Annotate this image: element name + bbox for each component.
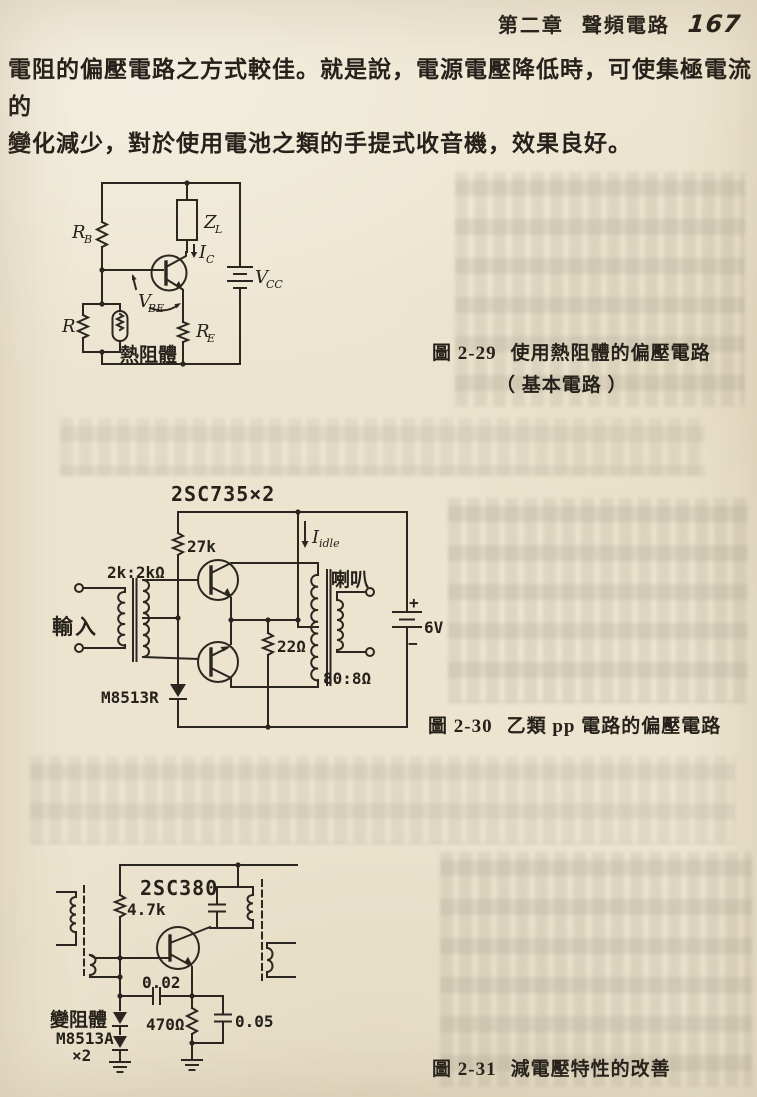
resistor-22ohm-label: 22Ω xyxy=(277,637,306,656)
figure-2-30-schematic: 2SC735×2 27k 2k:2kΩ 輸入 I idle 喇叭 22Ω 80:… xyxy=(52,482,444,730)
diode-m8513r-label: M8513R xyxy=(101,688,159,707)
circuit-wiring xyxy=(74,509,422,730)
resistor-re-sub: E xyxy=(206,332,215,345)
capacitor-005-label: 0.05 xyxy=(235,1012,274,1031)
circuit-labels: R B Z L I C V CC V BE R R E 熱阻體 xyxy=(61,212,283,366)
figure-2-30-caption: 圖 2-30 乙類 pp 電路的偏壓電路 xyxy=(428,711,721,738)
figure-number: 圖 2-29 xyxy=(432,343,497,364)
circuit-wiring xyxy=(56,862,298,1073)
figure-title: 使用熱阻體的偏壓電路 xyxy=(510,343,711,364)
figure-2-29-caption: 圖 2-29 使用熱阻體的偏壓電路 （ 基本電路 ） xyxy=(432,338,711,397)
speaker-label: 喇叭 xyxy=(331,569,369,591)
figure-number: 圖 2-31 xyxy=(432,1059,497,1080)
bleedthrough-text xyxy=(30,756,735,844)
current-iidle-label: I xyxy=(311,527,320,548)
resistor-re-label: R xyxy=(195,321,210,342)
bleedthrough-text xyxy=(448,498,748,703)
input-label: 輸入 xyxy=(52,615,98,639)
input-transformer-label: 2k:2kΩ xyxy=(107,563,165,582)
load-zl-label: Z xyxy=(203,212,217,233)
output-transformer-label: 80:8Ω xyxy=(323,669,371,688)
varistor-part-label: M8513A xyxy=(56,1029,114,1048)
page-number: 167 xyxy=(686,10,743,38)
circuit-wiring xyxy=(75,180,253,367)
battery-minus-sign: − xyxy=(408,634,418,653)
paragraph-line: 變化減少，對於使用電池之類的手提式收音機，效果良好。 xyxy=(8,131,632,156)
supply-vcc-label: V xyxy=(255,267,270,288)
figure-number: 圖 2-30 xyxy=(428,716,493,737)
circuit-labels: 2SC380 4.7k 0.02 470Ω 0.05 變阻體 M8513A ×2 xyxy=(50,876,274,1065)
varistor-qty-label: ×2 xyxy=(72,1046,91,1065)
figure-2-29-schematic: R B Z L I C V CC V BE R R E 熱阻體 xyxy=(61,180,283,367)
transistor-type-label: 2SC380 xyxy=(140,876,218,900)
bleedthrough-text xyxy=(440,852,752,1087)
resistor-rb-sub: B xyxy=(83,233,92,246)
capacitor-002-label: 0.02 xyxy=(142,973,181,992)
figure-subtitle: （ 基本電路 ） xyxy=(496,375,628,396)
load-zl-sub: L xyxy=(214,223,222,236)
figure-title: 減電壓特性的改善 xyxy=(510,1059,671,1080)
resistor-4k7-label: 4.7k xyxy=(127,900,166,919)
current-iidle-sub: idle xyxy=(319,537,340,550)
battery-plus-sign: + xyxy=(409,593,419,612)
figure-2-31-caption: 圖 2-31 減電壓特性的改善 xyxy=(432,1054,671,1081)
resistor-27k-label: 27k xyxy=(187,537,216,556)
transistor-type-label: 2SC735×2 xyxy=(171,482,275,506)
chapter-label: 第二章 xyxy=(497,15,564,37)
current-ic-sub: C xyxy=(206,253,215,266)
resistor-rb-label: R xyxy=(71,222,86,243)
section-label: 聲頻電路 xyxy=(581,15,670,37)
page-header: 第二章 聲頻電路 167 xyxy=(497,9,743,38)
bleedthrough-text xyxy=(60,418,705,476)
current-ic-label: I xyxy=(198,242,207,263)
voltage-vbe-sub: BE xyxy=(147,302,164,315)
battery-voltage-label: 6V xyxy=(424,618,444,637)
voltage-vbe-label: V xyxy=(138,291,153,312)
varistor-name-label: 變阻體 xyxy=(50,1008,107,1031)
resistor-r-label: R xyxy=(61,316,76,337)
circuit-labels: 2SC735×2 27k 2k:2kΩ 輸入 I idle 喇叭 22Ω 80:… xyxy=(52,482,444,707)
paragraph-line: 電阻的偏壓電路之方式較佳。就是說，電源電壓降低時，可使集極電流的 xyxy=(8,57,752,119)
resistor-470-label: 470Ω xyxy=(146,1015,185,1034)
body-paragraph: 電阻的偏壓電路之方式較佳。就是說，電源電壓降低時，可使集極電流的 變化減少，對於… xyxy=(8,51,755,162)
supply-vcc-sub: CC xyxy=(266,278,283,291)
thermistor-label: 熱阻體 xyxy=(120,343,177,366)
figure-title: 乙類 pp 電路的偏壓電路 xyxy=(506,716,722,737)
figure-2-31-schematic: 2SC380 4.7k 0.02 470Ω 0.05 變阻體 M8513A ×2 xyxy=(50,862,298,1073)
